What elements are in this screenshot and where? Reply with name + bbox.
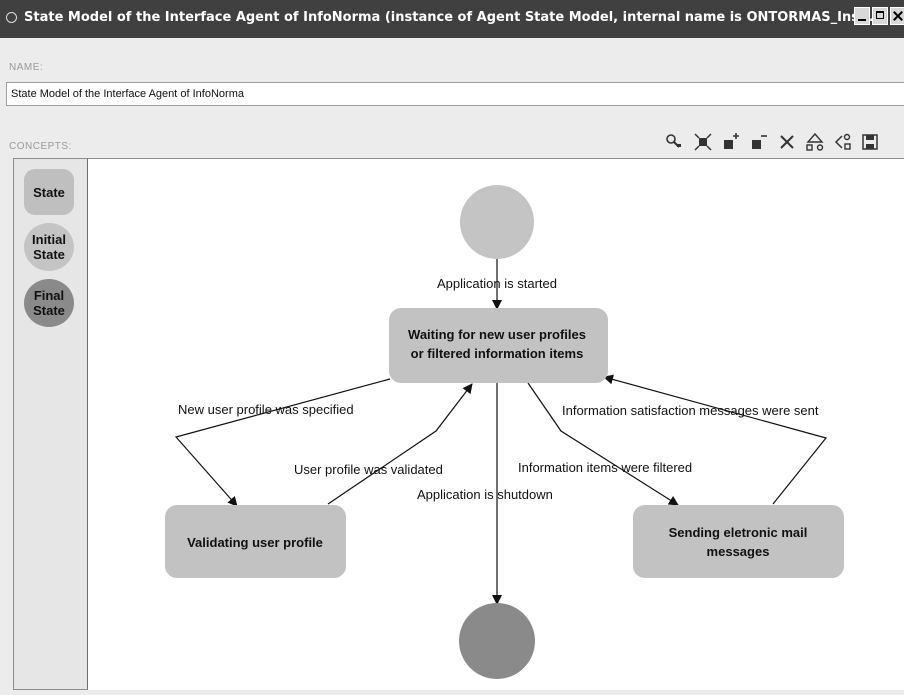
- transition-label: Information satisfaction messages were s…: [562, 403, 819, 418]
- state-label: Sending eletronic mail: [669, 525, 808, 540]
- state-sending[interactable]: Sending eletronic mail messages: [633, 505, 844, 578]
- state-waiting[interactable]: Waiting for new user profiles or filtere…: [389, 308, 608, 383]
- add-icon[interactable]: [721, 132, 741, 152]
- transition-filtered: [527, 382, 679, 506]
- state-label: Waiting for new user profiles: [408, 327, 586, 342]
- window-title: State Model of the Interface Agent of In…: [24, 10, 874, 25]
- transition-new-profile: [174, 378, 391, 507]
- transition-label: Information items were filtered: [518, 460, 692, 475]
- window-titlebar: State Model of the Interface Agent of In…: [0, 0, 904, 38]
- concepts-label: CONCEPTS:: [9, 141, 72, 152]
- transition-label: Application is shutdown: [417, 487, 553, 502]
- initial-state-node[interactable]: [460, 185, 534, 259]
- minimize-button[interactable]: [854, 7, 870, 25]
- transition-validated: [327, 383, 473, 505]
- find-icon[interactable]: [664, 132, 684, 152]
- transition-satisfaction: [603, 374, 828, 505]
- final-state-node[interactable]: [459, 603, 535, 679]
- transition-label: User profile was validated: [294, 462, 443, 477]
- state-label: Validating user profile: [187, 535, 323, 550]
- state-validating[interactable]: Validating user profile: [165, 505, 346, 578]
- palette-item-state[interactable]: State: [24, 169, 74, 215]
- close-button[interactable]: [890, 7, 904, 25]
- maximize-button[interactable]: [872, 7, 888, 25]
- state-diagram: Waiting for new user profiles or filtere…: [165, 185, 844, 679]
- save-icon[interactable]: [860, 132, 880, 152]
- name-field[interactable]: [6, 82, 904, 106]
- window-icon: [6, 12, 17, 23]
- state-label: messages: [707, 544, 770, 559]
- palette-item-label: State: [33, 184, 65, 200]
- fit-icon[interactable]: [693, 132, 713, 152]
- transition-label: New user profile was specified: [178, 402, 354, 417]
- remove-icon[interactable]: [749, 132, 769, 152]
- name-label: NAME:: [9, 62, 44, 73]
- state-label: or filtered information items: [411, 346, 584, 361]
- export-icon[interactable]: [833, 132, 853, 152]
- diagram-canvas[interactable]: Waiting for new user profiles or filtere…: [88, 158, 904, 690]
- layout-icon[interactable]: [805, 132, 825, 152]
- delete-icon[interactable]: [777, 132, 797, 152]
- transition-label: Application is started: [437, 276, 557, 291]
